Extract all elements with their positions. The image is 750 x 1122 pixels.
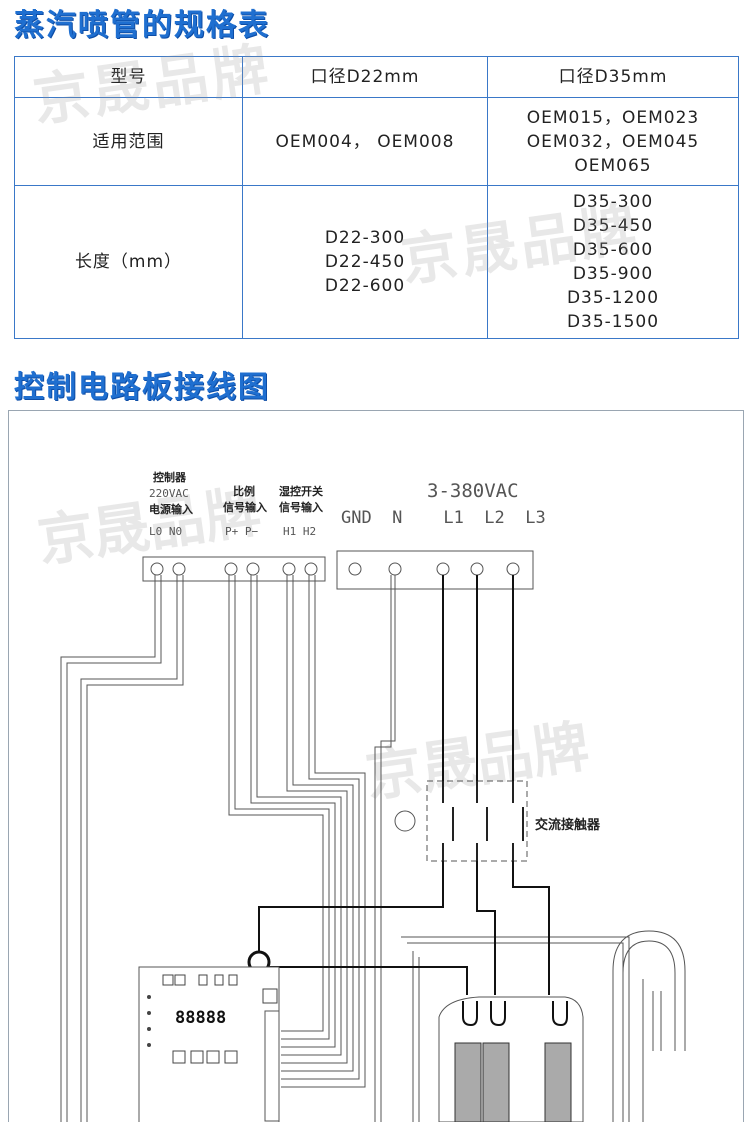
prop-label-2: 信号输入	[223, 500, 267, 514]
humid-pins: H1 H2	[283, 525, 316, 538]
board-terminals	[264, 1010, 280, 1122]
supply-voltage: 3-380VAC	[427, 480, 519, 502]
spec-table: 型号 口径D22mm 口径D35mm 适用范围 OEM004， OEM008 O…	[14, 56, 739, 339]
length-d35-line: D35-300	[572, 192, 654, 212]
terminal-L1	[436, 562, 450, 576]
terminal-N	[388, 562, 402, 576]
table-header-row: 型号 口径D22mm 口径D35mm	[14, 56, 739, 98]
electrodes	[454, 1042, 572, 1122]
terminal-GND	[348, 562, 362, 576]
signal-wires	[60, 575, 630, 1122]
range-d22: OEM004， OEM008	[242, 97, 488, 186]
length-d22-line: D22-450	[324, 252, 406, 272]
range-label: 适用范围	[14, 97, 243, 186]
power-label-2: 220VAC	[149, 487, 189, 500]
power-pins: L0 N0	[149, 525, 182, 538]
spec-section-title: 蒸汽喷管的规格表	[14, 8, 270, 43]
steam-hose	[612, 930, 686, 1122]
terminal-H1	[282, 562, 296, 576]
humid-label-1: 湿控开关	[279, 484, 323, 498]
power-label-1: 控制器	[153, 470, 187, 484]
length-d22-line: D22-600	[324, 276, 406, 296]
terminal-P-minus	[246, 562, 260, 576]
table-row-length: 长度（mm） D22-300 D22-450 D22-600 D35-300 D…	[14, 185, 739, 339]
length-d35-line: D35-600	[572, 240, 654, 260]
board-buttons	[172, 1050, 238, 1064]
header-d22: 口径D22mm	[242, 56, 488, 98]
contactor-label: 交流接触器	[535, 817, 601, 833]
terminal-H2	[304, 562, 318, 576]
control-board	[138, 966, 280, 1122]
terminal-L0	[150, 562, 164, 576]
electrode-heads	[462, 1001, 568, 1027]
terminal-P-plus	[224, 562, 238, 576]
range-d35-line: OEM032，OEM045	[526, 131, 700, 152]
header-d35: 口径D35mm	[487, 56, 739, 98]
length-d35-line: D35-1500	[566, 312, 660, 332]
board-leds	[147, 995, 151, 1047]
contactor-coil-icon	[394, 810, 416, 832]
terminal-N0	[172, 562, 186, 576]
power-terminal-strip	[336, 550, 534, 590]
wiring-diagram-svg: 京晟品牌 京晟品牌 控制器 220VAC 电源输入 L0 N0 比例 信号输入 …	[34, 470, 686, 1122]
prop-label-1: 比例	[233, 484, 255, 498]
supply-pins: GND N L1 L2 L3	[341, 508, 546, 528]
range-d35-line: OEM065	[574, 155, 652, 176]
length-label: 长度（mm）	[14, 185, 243, 339]
power-label-3: 电源输入	[149, 502, 193, 516]
wiring-section-title: 控制电路板接线图	[14, 370, 270, 405]
contactor-switches	[442, 781, 524, 861]
prop-pins: P+ P−	[225, 525, 258, 538]
range-d35: OEM015，OEM023 OEM032，OEM045 OEM065	[487, 97, 739, 186]
terminal-L3	[506, 562, 520, 576]
terminal-L2	[470, 562, 484, 576]
length-d35: D35-300 D35-450 D35-600 D35-900 D35-1200…	[487, 185, 739, 339]
table-row-range: 适用范围 OEM004， OEM008 OEM015，OEM023 OEM032…	[14, 97, 739, 186]
header-model: 型号	[14, 56, 243, 98]
board-indicators	[162, 974, 278, 1004]
length-d35-line: D35-450	[572, 216, 654, 236]
length-d35-line: D35-1200	[566, 288, 660, 308]
length-d22: D22-300 D22-450 D22-600	[242, 185, 488, 339]
length-d35-line: D35-900	[572, 264, 654, 284]
humid-label-2: 信号输入	[279, 500, 323, 514]
power-wires	[258, 575, 550, 995]
length-d22-line: D22-300	[324, 228, 406, 248]
wiring-diagram: 京晟品牌 京晟品牌 控制器 220VAC 电源输入 L0 N0 比例 信号输入 …	[8, 410, 744, 1122]
board-display: 88888	[175, 1008, 226, 1028]
range-d35-line: OEM015，OEM023	[526, 107, 700, 128]
